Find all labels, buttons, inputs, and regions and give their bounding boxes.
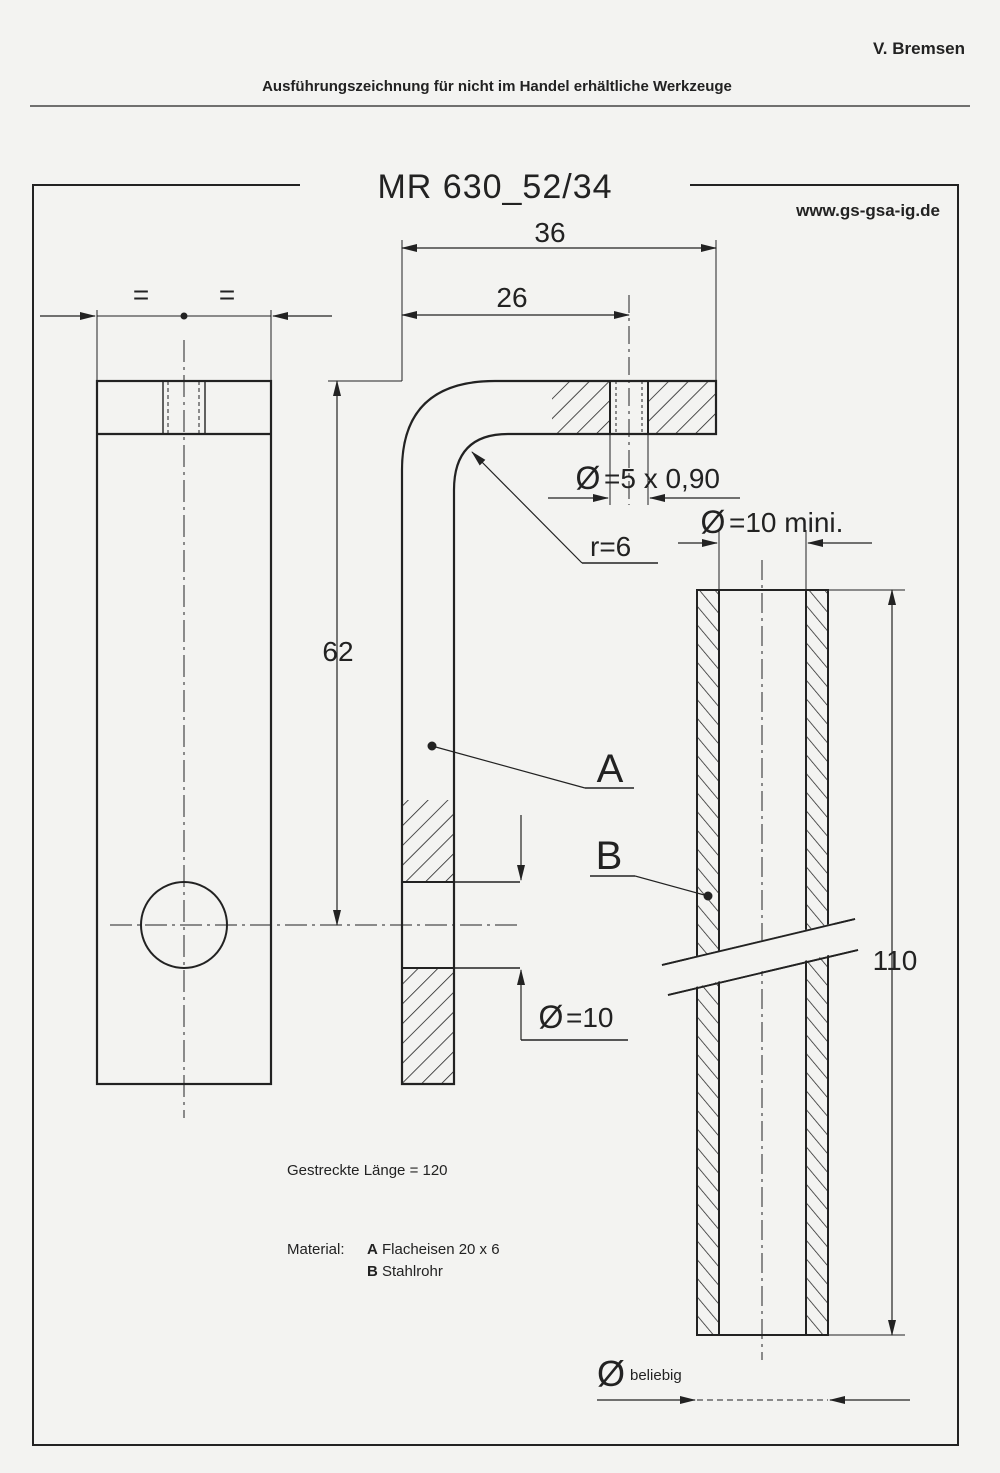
- material-label: Material:: [287, 1241, 345, 1258]
- diameter-symbol: Ø: [597, 1353, 625, 1394]
- drawing-title: MR 630_52/34: [377, 168, 612, 206]
- label-a: A: [597, 747, 624, 791]
- dim-26: 26: [496, 282, 527, 313]
- label-b: B: [596, 834, 623, 878]
- material-b-text: Stahlrohr: [382, 1263, 443, 1280]
- dim-36: 36: [534, 217, 565, 248]
- material-a-key: A: [367, 1241, 378, 1258]
- diameter-symbol: Ø: [539, 999, 564, 1035]
- dim-equal-left: =: [133, 279, 149, 310]
- author-name: V. Bremsen: [873, 39, 965, 58]
- dim-62: 62: [322, 636, 353, 667]
- tube-diameter-dimension: Ø beliebig: [597, 1353, 682, 1394]
- front-view: [40, 310, 520, 1118]
- drawing-frame: [32, 184, 959, 1446]
- material-b-key: B: [367, 1263, 378, 1280]
- tube-section: [590, 530, 910, 1404]
- website-url: www.gs-gsa-ig.de: [795, 201, 940, 220]
- diameter-symbol: Ø: [576, 460, 601, 496]
- dim-thread: =5 x 0,90: [604, 463, 720, 494]
- dim-hole-10: =10: [566, 1002, 614, 1033]
- diameter-symbol: Ø: [701, 504, 726, 540]
- stretched-length-note: Gestreckte Länge = 120: [287, 1162, 448, 1179]
- dim-hole-min: =10 mini.: [729, 507, 843, 538]
- tube-bore-dimension: Ø =10 mini.: [701, 504, 844, 540]
- dim-110: 110: [873, 945, 918, 976]
- dim-equal-right: =: [219, 279, 235, 310]
- header-subtitle: Ausführungszeichnung für nicht im Handel…: [262, 78, 732, 95]
- thread-dimension: Ø =5 x 0,90: [576, 460, 720, 496]
- dim-beliebig: beliebig: [630, 1367, 682, 1384]
- section-view-bracket: [328, 240, 740, 1086]
- hole-dimension: Ø =10: [539, 999, 614, 1035]
- dim-radius: r=6: [590, 531, 631, 562]
- material-a-text: Flacheisen 20 x 6: [382, 1241, 500, 1258]
